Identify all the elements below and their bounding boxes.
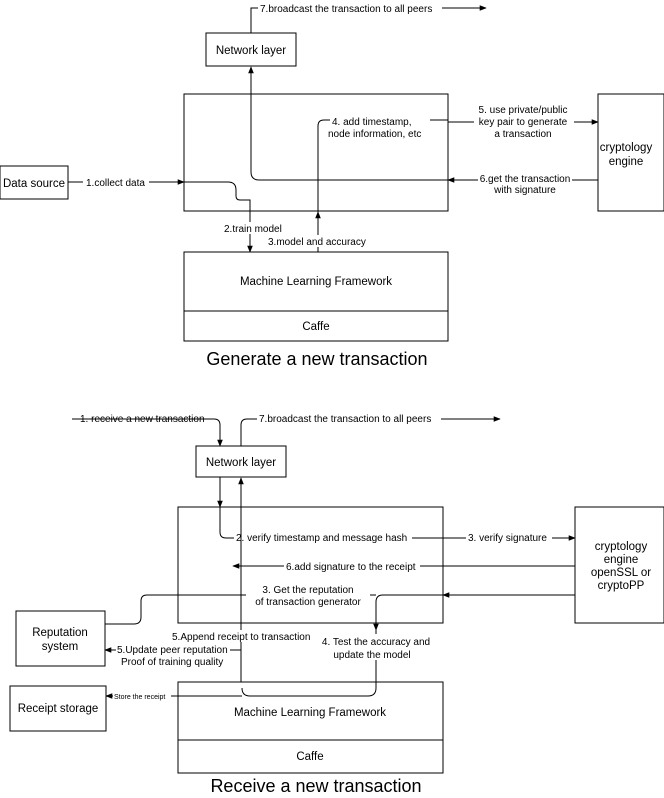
timestamp-label-line-2: node information, etc [328,129,421,140]
data-source-label: Data source [3,178,65,190]
bottom-ml-framework-box [177,681,444,774]
top-cryptology-engine-box [597,93,664,212]
reputation-to-node-line [105,594,376,625]
test-accuracy-label-line-1: 4. Test the accuracy and [322,637,430,648]
top-network-layer-label: Network layer [216,45,286,57]
top-broadcast-label: 7.broadcast the transaction to all peers [260,4,432,15]
get-transaction-label-line-1: 6.get the transaction [480,174,571,185]
generate-transaction-diagram: Network layer Data source cryptology eng… [0,2,664,369]
reputation-system-line-1: Reputation [32,627,88,639]
train-model-label: 2.train model [224,224,282,235]
get-reputation-label-line-2: of transaction generator [255,597,361,608]
receipt-storage-box [9,685,107,732]
model-accuracy-label: 3.model and accuracy [268,237,366,248]
test-accuracy-label-line-2: update the model [333,650,410,661]
train-model-arrow [184,181,253,253]
key-pair-label-line-1: 5. use private/public [479,105,568,116]
bottom-cryptology-engine-line-3: openSSL or [591,567,651,579]
key-pair-label-line-3: a transaction [494,129,551,140]
receive-transaction-arrow [72,418,223,447]
top-ml-framework-box [183,251,449,342]
bottom-broadcast-label: 7.broadcast the transaction to all peers [259,414,431,425]
bottom-cryptology-engine-line-4: cryptoPP [598,580,645,592]
top-ml-framework-label: Machine Learning Framework [240,276,392,288]
bottom-ml-framework-label: Machine Learning Framework [234,707,386,719]
model-accuracy-arrow [317,119,448,252]
test-accuracy-line [241,630,377,697]
data-source-box [0,165,69,200]
bottom-network-layer-label: Network layer [206,457,276,469]
receive-transaction-diagram: Network layer cryptology engine openSSL … [9,412,664,796]
bottom-broadcast-arrow [240,416,501,446]
add-signature-label: 6.add signature to the receipt [286,562,416,573]
store-receipt-label: Store the receipt [114,694,165,701]
receipt-storage-label: Receipt storage [18,703,99,715]
key-pair-label-line-2: key pair to generate [479,117,568,128]
top-cryptology-engine-line-2: engine [609,156,644,168]
top-node-box [183,93,449,212]
verify-signature-arrow [219,507,576,541]
append-receipt-label: 5.Append receipt to transaction [172,632,310,643]
bottom-cryptology-engine-line-1: cryptology [595,541,648,553]
top-cryptology-engine-line-1: cryptology [600,142,653,154]
collect-data-label: 1.collect data [86,178,145,189]
top-diagram-title: Generate a new transaction [206,349,427,369]
bottom-cryptology-engine-line-2: engine [604,554,639,566]
verify-signature-label: 3. verify signature [468,533,547,544]
receive-transaction-label: 1. receive a new transaction [80,414,205,425]
top-caffe-label: Caffe [302,321,329,333]
update-reputation-label-line-2: Proof of training quality [121,657,223,668]
get-transaction-arrow [248,66,598,181]
bottom-cryptology-engine-box [574,506,664,624]
bottom-caffe-label: Caffe [296,751,323,763]
get-transaction-label-line-2: with signature [493,185,556,196]
timestamp-label-line-1: 4. add timestamp, [332,117,411,128]
update-reputation-label-line-1: 5.Update peer reputation [117,645,228,656]
reputation-system-line-2: system [42,641,78,653]
reputation-system-box [15,610,106,667]
get-reputation-arrow [373,594,575,631]
verify-hash-label: 2. verify timestamp and message hash [236,533,407,544]
get-reputation-label-line-1: 3. Get the reputation [262,585,353,596]
bottom-diagram-title: Receive a new transaction [210,776,421,796]
top-network-layer-box [205,32,297,67]
